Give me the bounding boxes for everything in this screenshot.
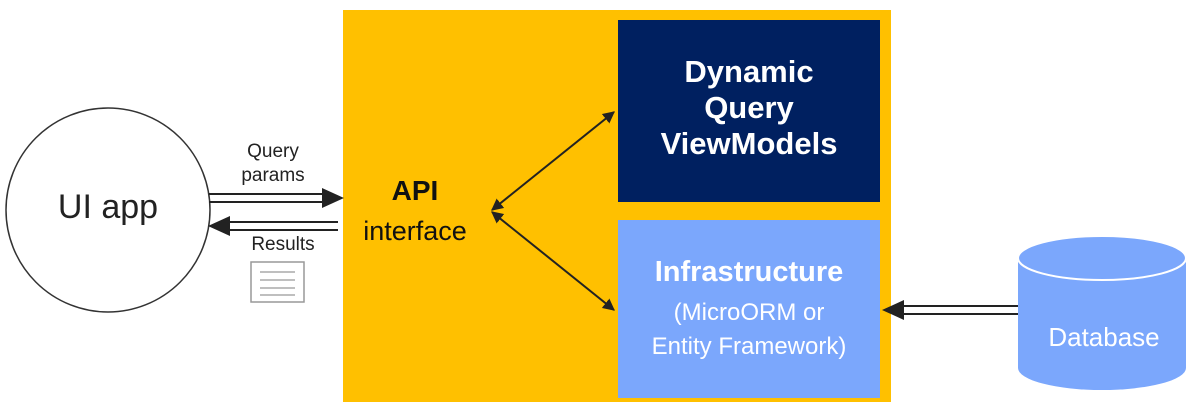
database-to-infrastructure-arrow	[882, 300, 1018, 320]
api-to-infrastructure-arrow	[491, 211, 615, 311]
query-params-label-line1: Query	[247, 141, 299, 162]
dynamic-query-line3: ViewModels	[660, 126, 838, 161]
infrastructure-detail-line2: Entity Framework)	[651, 333, 847, 360]
dynamic-query-box	[618, 20, 880, 202]
database-cylinder-icon	[1017, 235, 1187, 390]
results-arrow	[208, 216, 338, 236]
dynamic-query-line1: Dynamic	[684, 54, 814, 89]
document-icon	[250, 261, 305, 303]
infrastructure-title: Infrastructure	[654, 256, 844, 288]
ui-app-label: UI app	[57, 188, 159, 226]
dynamic-query-label: Dynamic Query ViewModels	[618, 54, 880, 162]
query-params-label-line2: params	[241, 165, 305, 186]
dynamic-query-line2: Query	[704, 90, 794, 125]
api-title: API	[391, 175, 439, 206]
results-label: Results	[251, 234, 315, 255]
api-to-dynamic-query-arrow	[491, 111, 615, 211]
ui-app-circle	[5, 107, 211, 313]
query-params-arrow	[209, 188, 344, 208]
infrastructure-detail-line1: (MicroORM or	[673, 299, 825, 326]
infrastructure-detail: (MicroORM or Entity Framework)	[618, 296, 880, 364]
database-label: Database	[1048, 322, 1160, 352]
query-params-label: Query params	[225, 140, 321, 188]
infrastructure-box	[618, 220, 880, 398]
api-subtitle: interface	[363, 216, 467, 246]
